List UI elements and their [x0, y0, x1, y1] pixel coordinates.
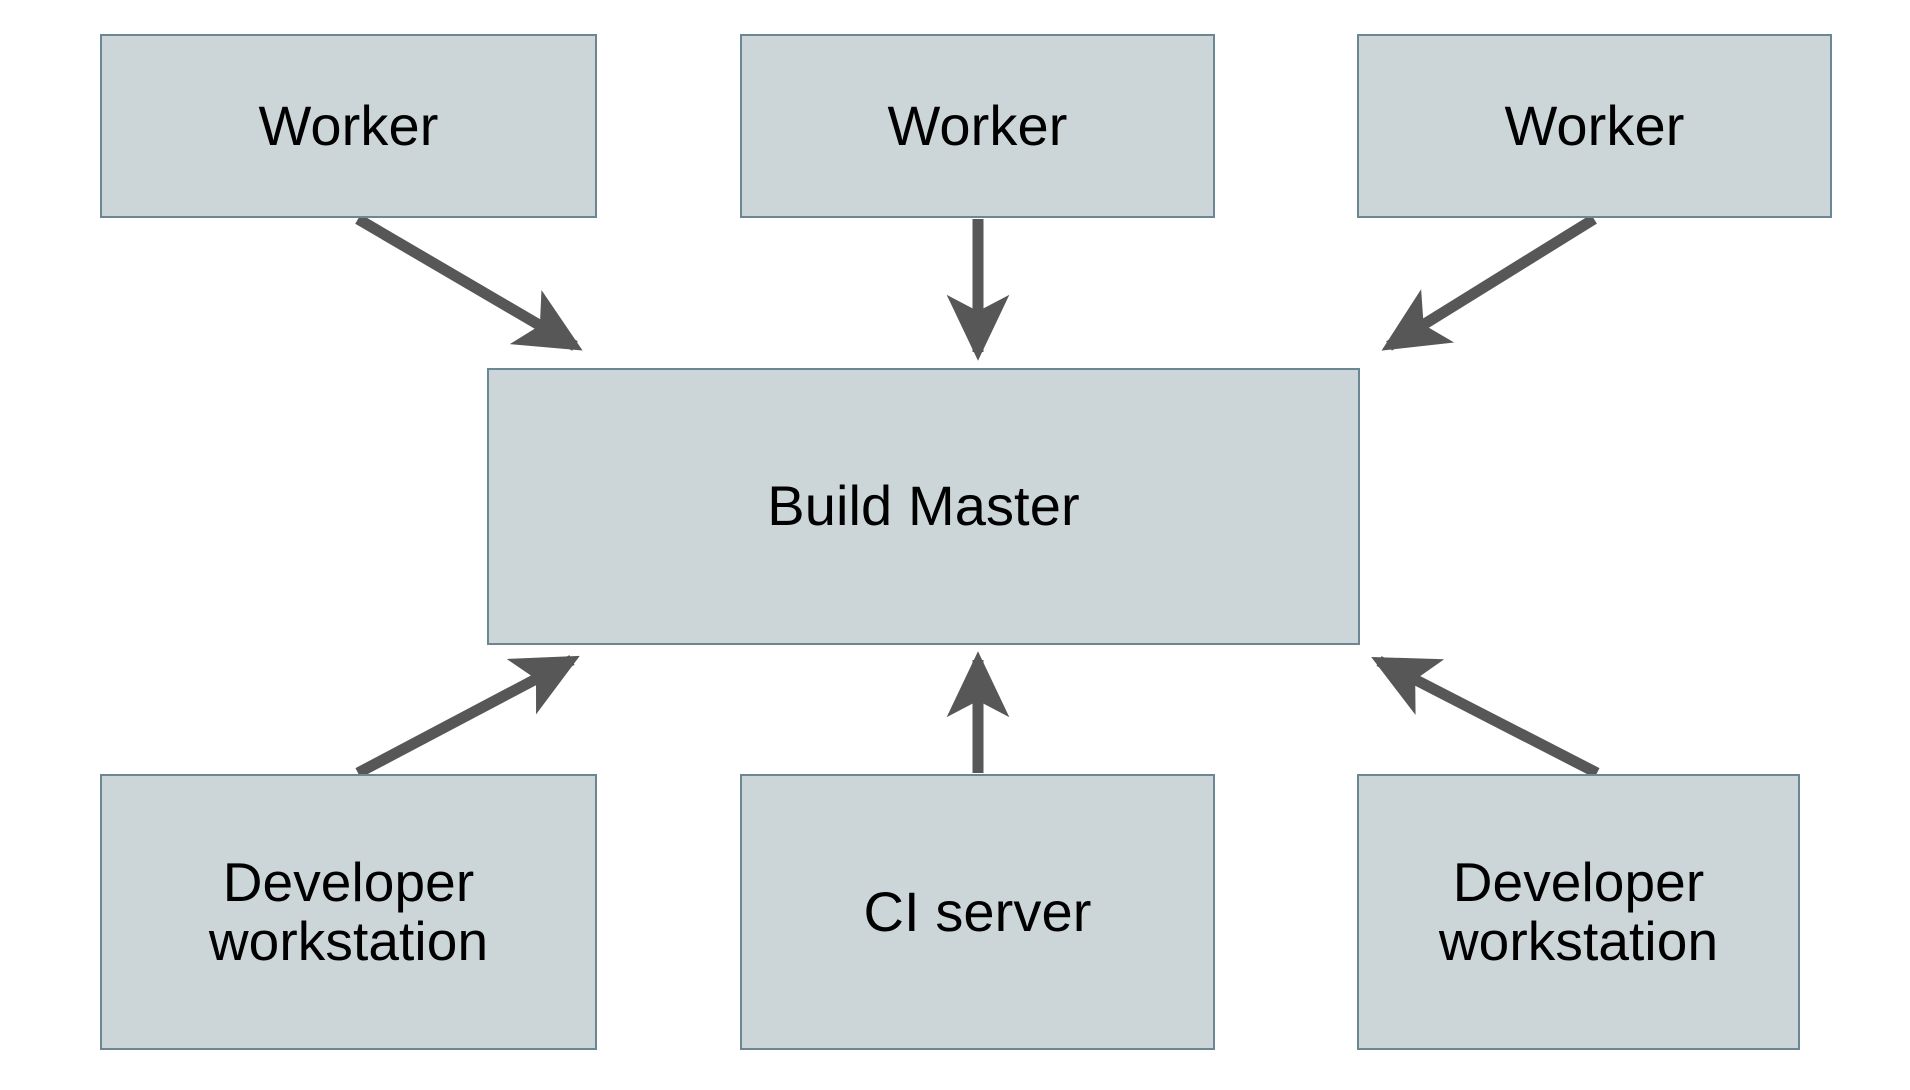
node-worker-2-label: Worker — [887, 93, 1068, 157]
node-developer-workstation-1[interactable]: Developer workstation — [100, 774, 597, 1050]
node-worker-2[interactable]: Worker — [740, 34, 1215, 218]
node-developer-workstation-1-label: Developer workstation — [208, 850, 489, 972]
edge-worker-3-to-build-master — [1381, 214, 1597, 351]
node-worker-3-label: Worker — [1504, 93, 1685, 157]
node-worker-1[interactable]: Worker — [100, 34, 597, 218]
edge-dev-workstation-2-to-build-master — [1371, 656, 1600, 778]
edge-dev-workstation-1-to-build-master — [355, 655, 580, 778]
node-developer-workstation-2-label: Developer workstation — [1438, 850, 1719, 972]
node-developer-workstation-2[interactable]: Developer workstation — [1357, 774, 1800, 1050]
node-build-master-label: Build Master — [767, 474, 1080, 538]
node-worker-1-label: Worker — [258, 93, 439, 157]
node-ci-server[interactable]: CI server — [740, 774, 1215, 1050]
node-build-master[interactable]: Build Master — [487, 368, 1360, 645]
edge-worker-1-to-build-master — [355, 214, 583, 351]
node-worker-3[interactable]: Worker — [1357, 34, 1832, 218]
node-ci-server-label: CI server — [863, 879, 1092, 943]
